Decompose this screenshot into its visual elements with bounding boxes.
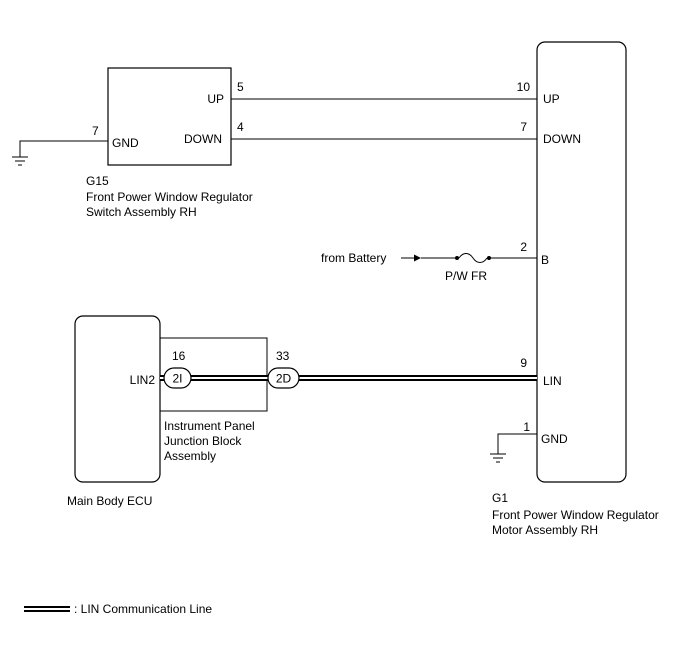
motor-pin-lin-label: LIN [543,374,562,388]
motor-name-line2: Motor Assembly RH [492,523,598,537]
switch-ground-icon [12,140,108,166]
switch-code: G15 [86,174,109,188]
junction-name-line1: Instrument Panel [164,419,255,433]
motor-pin-down-label: DOWN [543,132,581,146]
fuse-label: P/W FR [445,269,487,283]
connector-2i [163,367,192,389]
motor-ground-icon [490,433,537,463]
switch-pin-gnd-number: 7 [92,124,99,138]
switch-assembly-box [107,67,232,166]
ecu-pin-lin2-label: LIN2 [130,373,156,387]
junction-name-line2: Junction Block [164,434,242,448]
switch-name-line2: Switch Assembly RH [86,205,197,219]
junction-pin-right-number: 33 [276,349,290,363]
battery-arrow-icon [401,254,421,262]
motor-pin-up-label: UP [543,92,560,106]
battery-source-label: from Battery [321,251,386,265]
connector-2d-label: 2D [276,372,292,386]
junction-pin-left-number: 16 [172,349,186,363]
junction-name-line3: Assembly [164,449,216,463]
motor-name-line1: Front Power Window Regulator [492,508,659,522]
ecu-name: Main Body ECU [67,494,152,508]
switch-name-line1: Front Power Window Regulator [86,190,253,204]
motor-pin-gnd-number: 1 [523,420,530,434]
motor-assembly-box [536,41,627,483]
junction-block-box [159,337,268,412]
connector-2i-label: 2I [172,372,182,386]
motor-pin-lin-number: 9 [520,356,527,370]
legend-label: : LIN Communication Line [74,602,212,616]
fuse-icon [455,253,491,263]
main-body-ecu-box [74,315,161,483]
motor-code: G1 [492,491,508,505]
switch-pin-down-number: 4 [237,120,244,134]
motor-pin-b-number: 2 [520,240,527,254]
motor-pin-up-number: 10 [517,80,531,94]
switch-pin-down-label: DOWN [184,132,222,146]
connector-2d [267,367,300,389]
motor-pin-gnd-label: GND [541,432,568,446]
motor-pin-down-number: 7 [520,120,527,134]
motor-pin-b-label: B [541,253,549,267]
switch-pin-up-number: 5 [237,80,244,94]
switch-pin-up-label: UP [207,92,224,106]
switch-pin-gnd-label: GND [112,136,139,150]
